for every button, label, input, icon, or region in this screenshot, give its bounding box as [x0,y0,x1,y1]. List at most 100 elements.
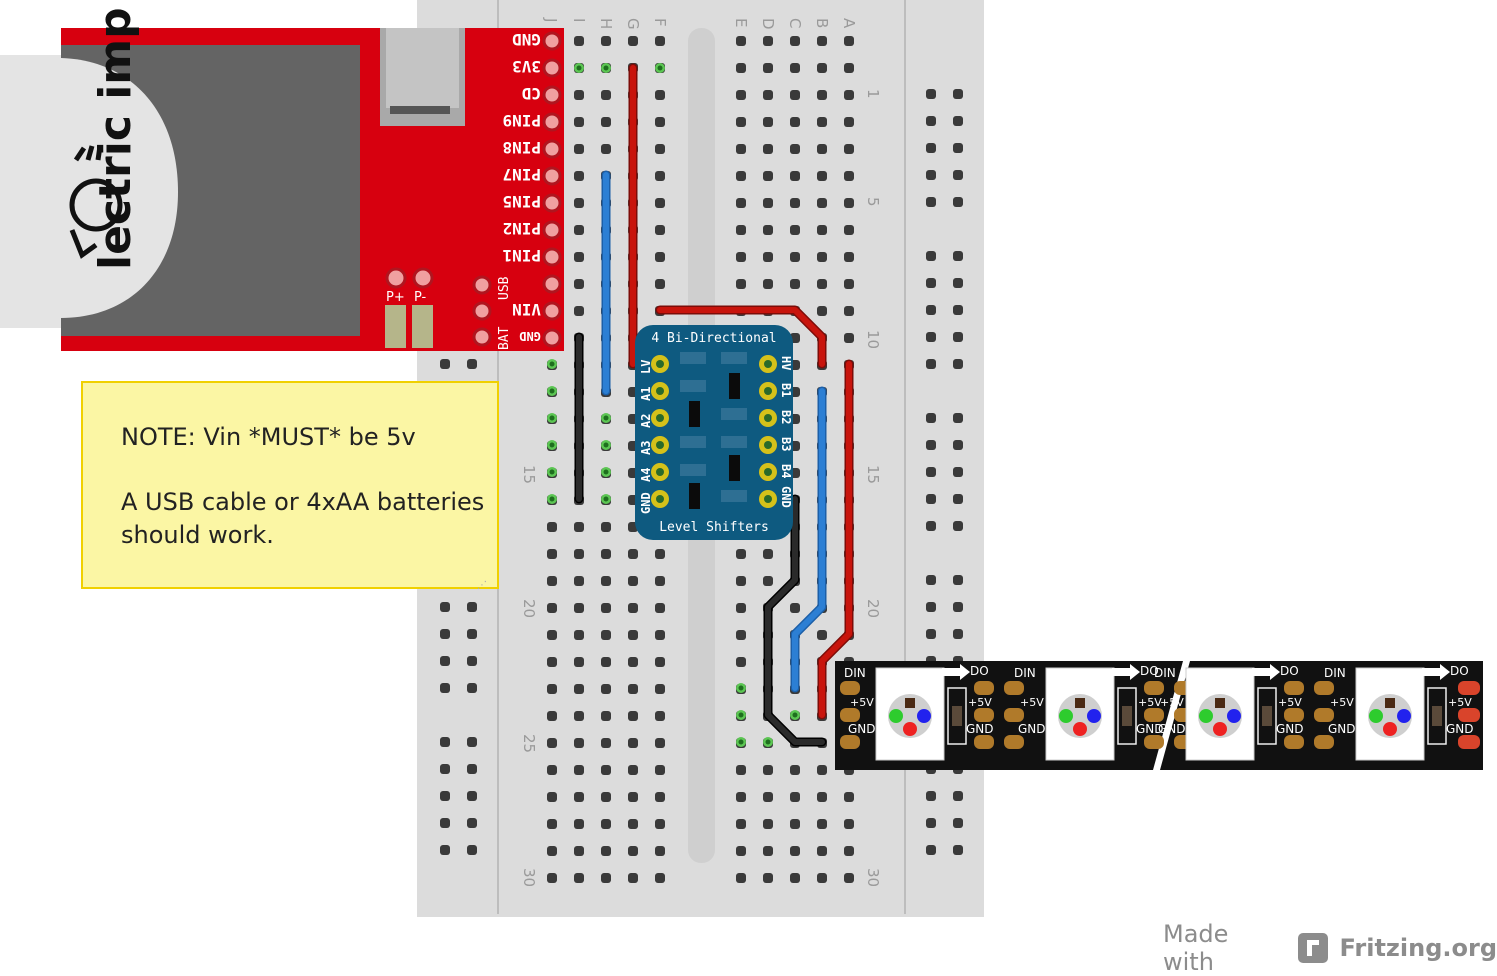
led-die [1215,698,1225,708]
led-do-label: DO [1280,664,1299,678]
led-blue [917,709,931,723]
row-15-left: 15 [520,465,538,484]
breadboard-hole [790,171,800,181]
breadboard-hole [574,765,584,775]
led-green [1369,709,1383,723]
row-30-right: 30 [864,868,882,887]
breadboard-hole [601,522,611,532]
breadboard-hole [926,89,936,99]
imp-pin [542,85,562,105]
p-plus-label: P+ [386,290,405,305]
breadboard-hole [817,171,827,181]
bat-label: BAT [497,326,512,350]
shifter-a3: A3 [639,441,653,455]
breadboard-hole [574,522,584,532]
breadboard-hole [736,63,746,73]
breadboard-hole [655,630,665,640]
strip-pad [974,681,994,695]
breadboard-hole [655,36,665,46]
shifter-pin-hole [656,360,664,368]
connected-hole-center [549,496,555,502]
breadboard-hole [763,792,773,802]
breadboard-hole [953,143,963,153]
breadboard-hole [763,90,773,100]
breadboard-hole [547,630,557,640]
breadboard-hole [817,252,827,262]
made-with-text: Made with [1163,920,1229,976]
shifter-b1: B1 [779,383,793,397]
breadboard-hole [844,333,854,343]
led-red [1213,722,1227,736]
shifter-hv: HV [779,356,793,370]
breadboard-hole [817,225,827,235]
led-blue [1227,709,1241,723]
imp-pin [542,301,562,321]
shifter-title-top: 4 Bi-Directional [651,331,776,346]
led-5v-out-label: +5V [1448,696,1472,709]
strip-pad [1004,735,1024,749]
breadboard-hole [547,711,557,721]
led-do-label: DO [1450,664,1469,678]
breadboard-hole [953,440,963,450]
shifter-b3: B3 [779,437,793,451]
breadboard-hole [628,873,638,883]
resize-grip-icon[interactable]: ⋰ [477,580,487,591]
connected-hole-center [549,361,555,367]
breadboard-hole [440,656,450,666]
breadboard-hole [817,630,827,640]
breadboard-hole [953,521,963,531]
imp-pin [542,31,562,51]
breadboard-hole [655,90,665,100]
led-red [903,722,917,736]
shifter-pin-hole [656,468,664,476]
led-strip: DODIN+5VGND+5VGNDDODIN+5VGND+5VGNDDODIN+… [835,661,1483,770]
breadboard-hole [736,657,746,667]
breadboard-hole [844,90,854,100]
strip-pad [1004,708,1024,722]
connected-hole-center [792,712,798,718]
led-blue [1087,709,1101,723]
led-capacitor-body [952,706,962,726]
breadboard-hole [817,144,827,154]
breadboard-hole [736,252,746,262]
breadboard-hole [440,629,450,639]
strip-input-pad-5v [840,708,860,722]
led-din-label: DIN [1154,666,1176,680]
breadboard-hole [601,657,611,667]
col-d: D [759,18,777,30]
breadboard-hole [763,819,773,829]
column-letters-right: E D C B A [732,18,858,30]
led-do-label: DO [1140,664,1159,678]
strip-pad [1144,735,1164,749]
breadboard-hole [628,630,638,640]
row-numbers-right: 1 5 10 15 20 30 [864,89,882,887]
pin-label-pin1: PIN1 [502,246,541,265]
breadboard-hole [926,494,936,504]
col-f: F [651,18,669,27]
breadboard-hole [467,656,477,666]
col-c: C [786,18,804,28]
breadboard-hole [844,873,854,883]
shifter-pin-hole [656,387,664,395]
breadboard-hole [790,846,800,856]
connected-hole-center [657,65,663,71]
breadboard-hole [953,170,963,180]
breadboard-hole [628,657,638,667]
breadboard-hole [628,549,638,559]
connected-hole-center [549,388,555,394]
connected-hole-center [738,685,744,691]
led-die [1385,698,1395,708]
fritzing-brand-link[interactable]: Fritzing.org [1339,934,1497,962]
breadboard-hole [844,225,854,235]
breadboard-hole [953,494,963,504]
data-direction-arrow-icon [1112,664,1140,680]
breadboard-hole [763,171,773,181]
breadboard-hole [601,117,611,127]
shifter-gnd-right: GND [779,486,793,508]
shifter-pin-hole [764,495,772,503]
led-5v-out-label: +5V [1138,696,1162,709]
led-die [1075,698,1085,708]
shifter-pin-hole [656,414,664,422]
connected-hole-center [603,469,609,475]
breadboard-hole [467,737,477,747]
